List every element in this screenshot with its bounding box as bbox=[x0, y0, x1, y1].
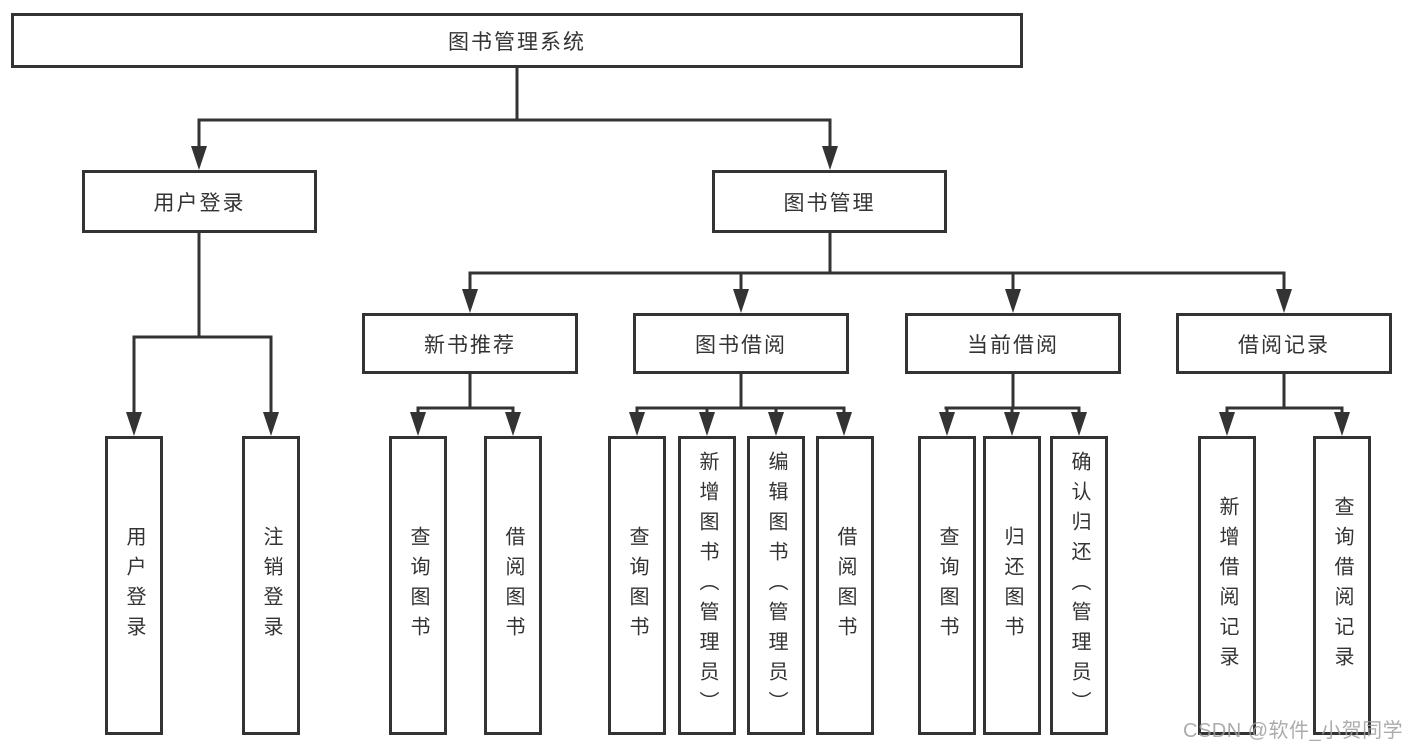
connector-arrow-icons bbox=[126, 146, 1350, 436]
leaf-add-books-admin: 新增图书（管理员） bbox=[678, 436, 736, 735]
node-user-login: 用户登录 bbox=[82, 170, 317, 233]
leaf-return-books: 归还图书 bbox=[983, 436, 1041, 735]
leaf-user-login-label: 用户登录 bbox=[123, 525, 145, 646]
leaf-user-login: 用户登录 bbox=[105, 436, 163, 735]
leaf-query-books-current: 查询图书 bbox=[918, 436, 976, 735]
node-library-system-label: 图书管理系统 bbox=[448, 30, 586, 54]
node-library-system: 图书管理系统 bbox=[11, 13, 1023, 68]
leaf-confirm-return-admin-label: 确认归还（管理员） bbox=[1068, 450, 1090, 721]
node-new-book-recommend-label: 新书推荐 bbox=[424, 333, 516, 357]
leaf-borrow-books-borrowing-label: 借阅图书 bbox=[834, 525, 856, 646]
leaf-add-books-admin-label: 新增图书（管理员） bbox=[696, 450, 718, 721]
node-user-login-label: 用户登录 bbox=[153, 191, 246, 215]
node-book-borrowing-label: 图书借阅 bbox=[695, 333, 787, 357]
leaf-logout-label: 注销登录 bbox=[260, 525, 282, 646]
leaf-query-books-borrowing-label: 查询图书 bbox=[626, 525, 648, 646]
leaf-borrow-books-borrowing: 借阅图书 bbox=[816, 436, 874, 735]
node-book-borrowing: 图书借阅 bbox=[633, 313, 849, 374]
csdn-watermark: CSDN @软件_小贺同学 bbox=[1183, 720, 1404, 742]
node-new-book-recommend: 新书推荐 bbox=[362, 313, 578, 374]
node-book-management: 图书管理 bbox=[712, 170, 947, 233]
leaf-query-borrow-record-label: 查询借阅记录 bbox=[1331, 495, 1353, 676]
node-borrowing-records-label: 借阅记录 bbox=[1238, 333, 1330, 357]
node-book-management-label: 图书管理 bbox=[783, 191, 876, 215]
leaf-borrow-books-recommend: 借阅图书 bbox=[484, 436, 542, 735]
leaf-edit-books-admin-label: 编辑图书（管理员） bbox=[765, 450, 787, 721]
leaf-query-books-recommend: 查询图书 bbox=[389, 436, 447, 735]
node-current-borrowing: 当前借阅 bbox=[905, 313, 1121, 374]
leaf-query-borrow-record: 查询借阅记录 bbox=[1313, 436, 1371, 735]
leaf-edit-books-admin: 编辑图书（管理员） bbox=[747, 436, 805, 735]
leaf-query-books-current-label: 查询图书 bbox=[936, 525, 958, 646]
leaf-logout: 注销登录 bbox=[242, 436, 300, 735]
leaf-add-borrow-record-label: 新增借阅记录 bbox=[1216, 495, 1238, 676]
leaf-borrow-books-recommend-label: 借阅图书 bbox=[502, 525, 524, 646]
leaf-add-borrow-record: 新增借阅记录 bbox=[1198, 436, 1256, 735]
node-borrowing-records: 借阅记录 bbox=[1176, 313, 1392, 374]
leaf-query-books-borrowing: 查询图书 bbox=[608, 436, 666, 735]
leaf-return-books-label: 归还图书 bbox=[1001, 525, 1023, 646]
leaf-confirm-return-admin: 确认归还（管理员） bbox=[1050, 436, 1108, 735]
node-current-borrowing-label: 当前借阅 bbox=[967, 333, 1059, 357]
leaf-query-books-recommend-label: 查询图书 bbox=[407, 525, 429, 646]
connector-edges bbox=[132, 68, 1344, 420]
